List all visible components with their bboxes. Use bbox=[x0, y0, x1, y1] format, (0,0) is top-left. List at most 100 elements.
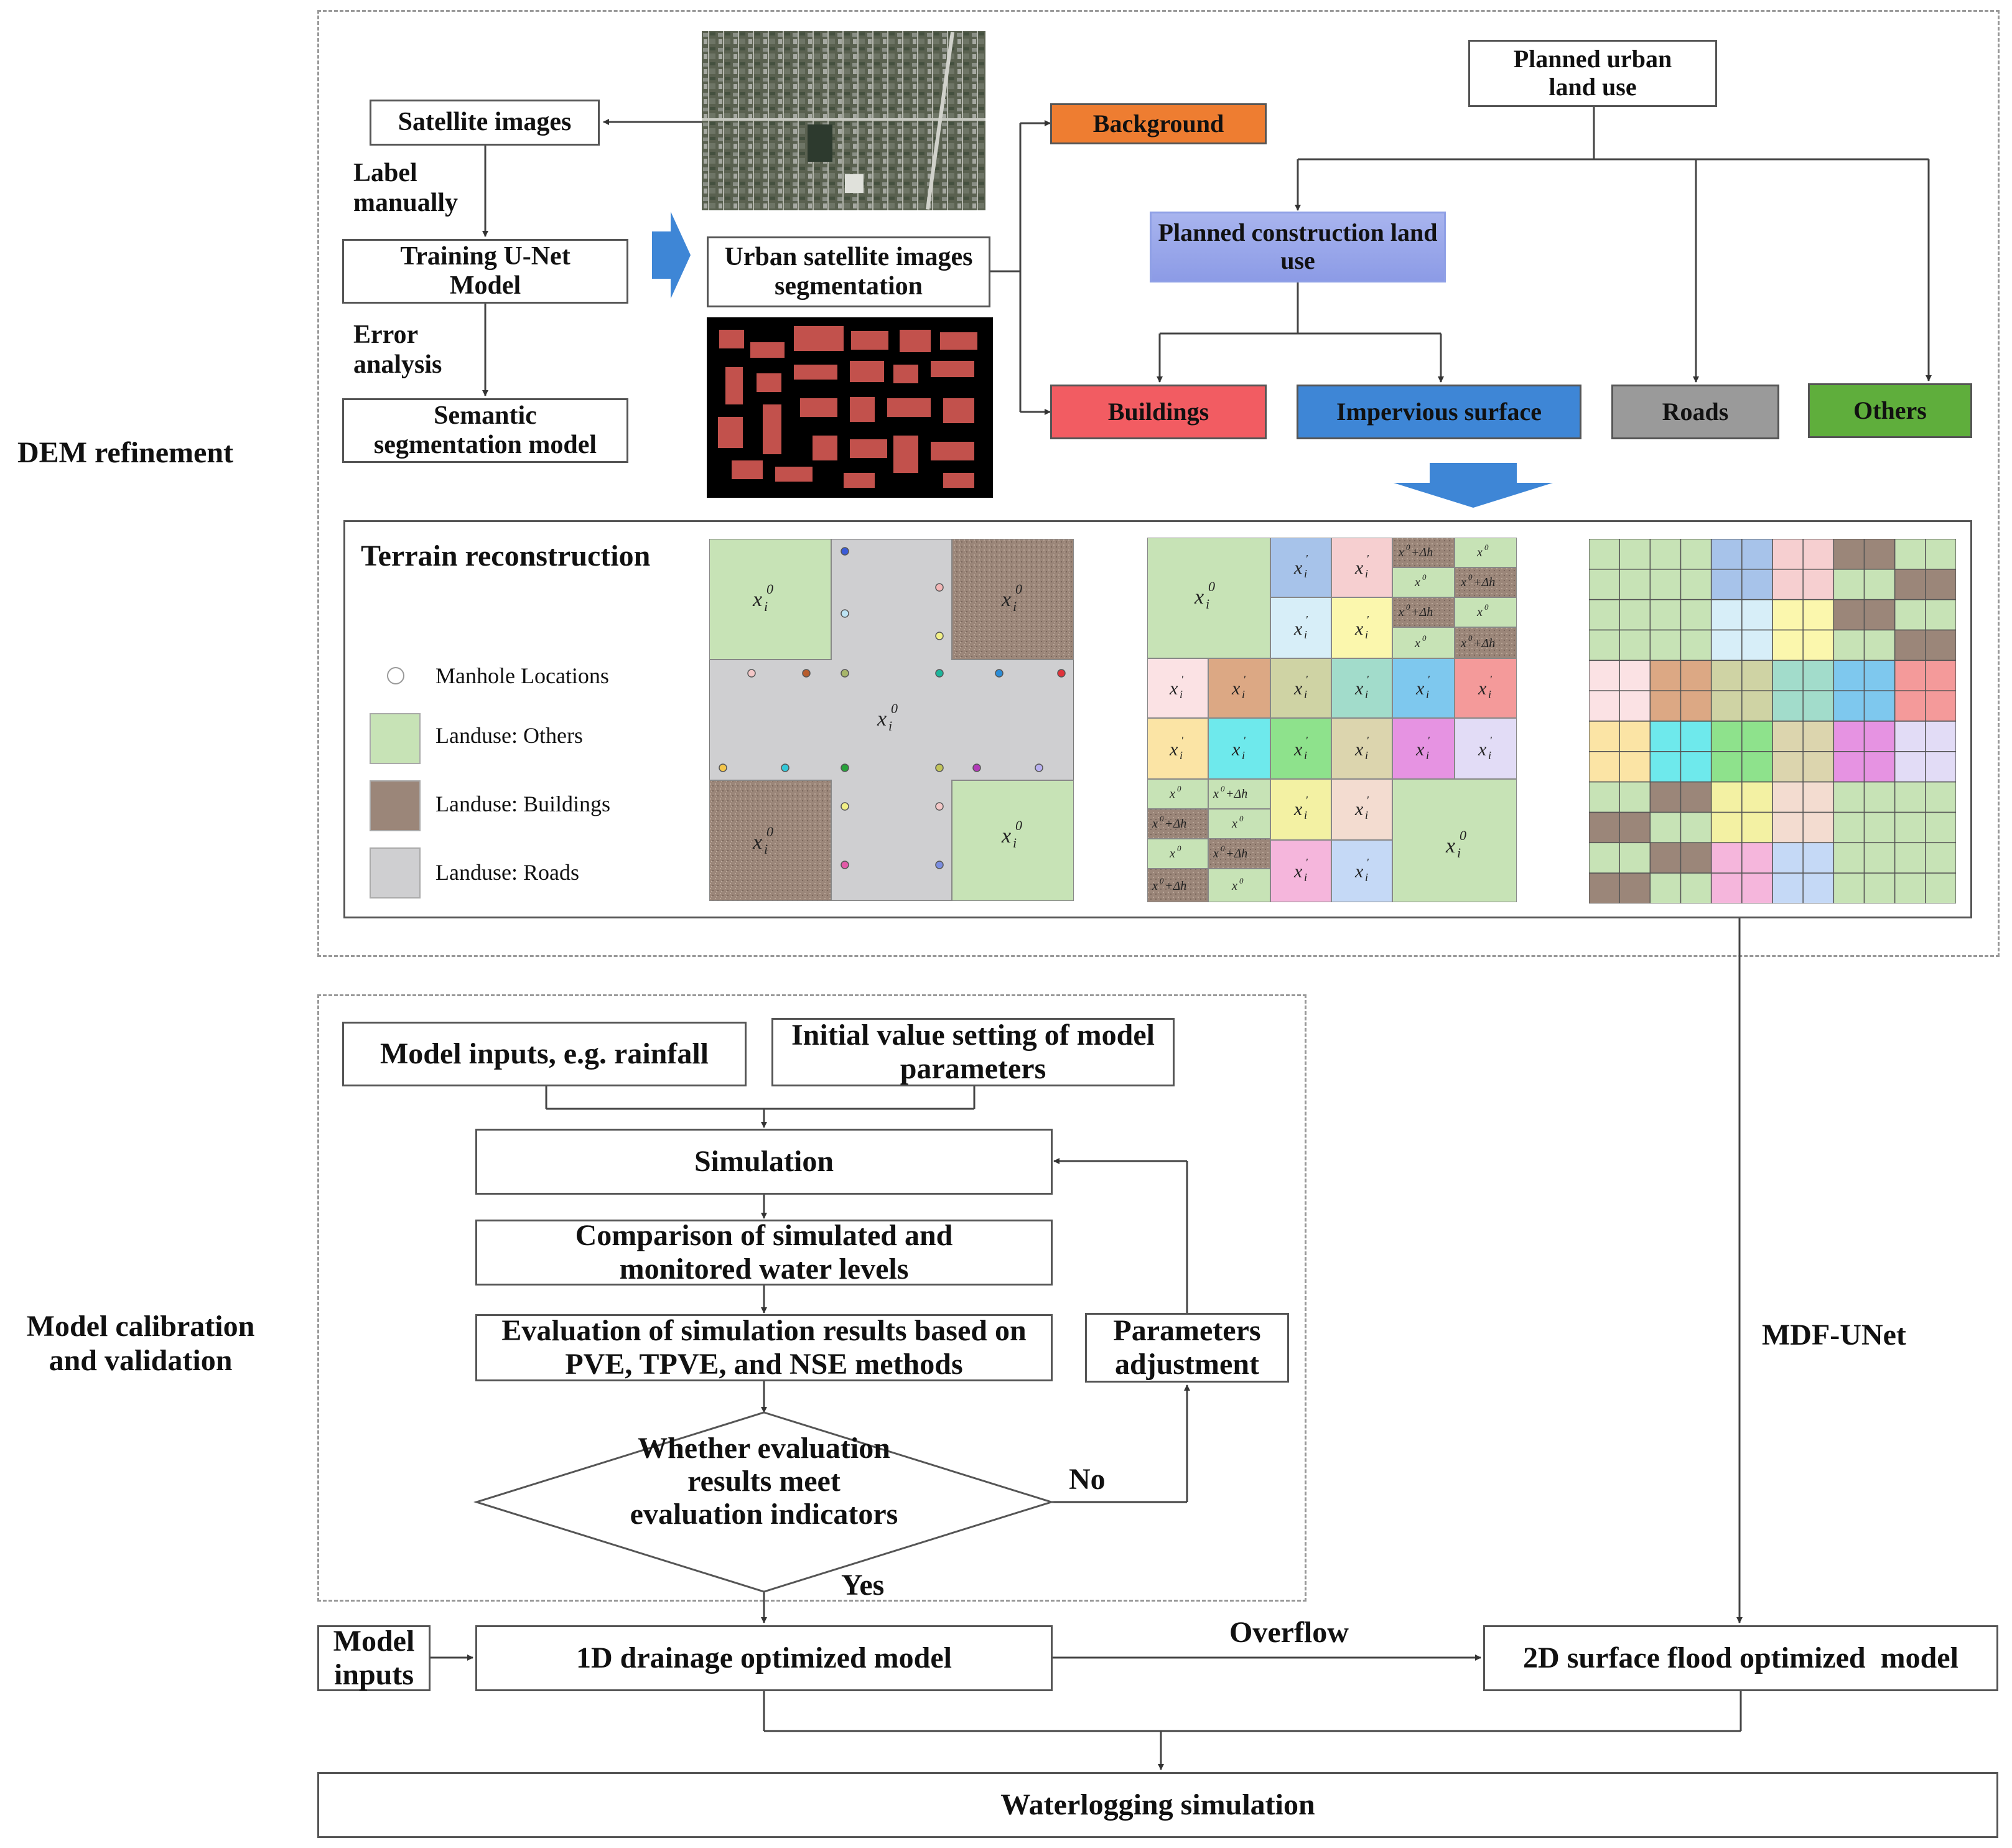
svg-text:+Δh: +Δh bbox=[1411, 605, 1433, 619]
fine-grid-cell bbox=[1710, 751, 1743, 783]
fine-grid-cell bbox=[1589, 690, 1620, 722]
svg-text:': ' bbox=[1305, 673, 1308, 686]
fine-grid-cell bbox=[1772, 660, 1804, 691]
fine-grid-cell bbox=[1741, 660, 1773, 691]
roads-box: Roads bbox=[1611, 385, 1779, 439]
svg-text:x: x bbox=[1213, 847, 1219, 861]
svg-text:': ' bbox=[1243, 673, 1246, 686]
svg-text:0: 0 bbox=[1221, 784, 1225, 793]
svg-text:0: 0 bbox=[1406, 543, 1410, 552]
fine-grid-cell bbox=[1772, 811, 1804, 844]
legend-roads-swatch bbox=[370, 847, 421, 898]
fine-grid-cell bbox=[1833, 629, 1865, 661]
svg-text:0: 0 bbox=[1239, 876, 1244, 885]
fine-grid-cell bbox=[1710, 842, 1743, 874]
fine-grid-cell bbox=[1802, 629, 1835, 661]
svg-text:x: x bbox=[1293, 618, 1303, 639]
fine-grid-cell bbox=[1589, 569, 1620, 600]
svg-text:0: 0 bbox=[1422, 572, 1427, 582]
svg-text:x: x bbox=[1354, 558, 1364, 578]
blue-down-arrow bbox=[1394, 463, 1553, 508]
svg-text:x: x bbox=[1354, 739, 1364, 760]
svg-text:x: x bbox=[877, 707, 887, 730]
svg-text:x: x bbox=[1293, 861, 1303, 882]
fine-grid-cell bbox=[1863, 569, 1896, 600]
fine-grid-cell bbox=[1833, 690, 1865, 722]
fine-grid-cell bbox=[1772, 781, 1804, 813]
fine-grid-cell bbox=[1925, 811, 1956, 844]
svg-text:i: i bbox=[1365, 871, 1368, 884]
yes-label: Yes bbox=[841, 1569, 885, 1602]
mdf-unet-label: MDF-UNet bbox=[1762, 1318, 1906, 1351]
comparison-box: Comparison of simulated and monitored wa… bbox=[475, 1219, 1053, 1286]
fine-grid-cell bbox=[1710, 539, 1743, 570]
svg-text:x: x bbox=[1476, 546, 1483, 559]
svg-text:x: x bbox=[1415, 678, 1425, 699]
fine-grid-cell bbox=[1680, 811, 1712, 844]
fine-grid-cell bbox=[1863, 721, 1896, 752]
svg-text:': ' bbox=[1305, 553, 1308, 565]
fine-grid-cell bbox=[1833, 569, 1865, 600]
svg-text:i: i bbox=[1365, 809, 1368, 821]
fine-grid-cell bbox=[1894, 569, 1926, 600]
svg-text:x: x bbox=[1414, 637, 1420, 650]
fine-grid-cell bbox=[1649, 872, 1682, 903]
model-inputs-rainfall-box: Model inputs, e.g. rainfall bbox=[342, 1022, 747, 1086]
svg-text:x: x bbox=[1478, 739, 1487, 760]
svg-text:i: i bbox=[1304, 871, 1307, 884]
svg-text:i: i bbox=[1206, 596, 1209, 612]
fine-grid-cell bbox=[1894, 781, 1926, 813]
svg-text:i: i bbox=[1242, 688, 1245, 701]
svg-text:x: x bbox=[1293, 799, 1303, 819]
simulation-box: Simulation bbox=[475, 1129, 1053, 1195]
fine-grid-cell bbox=[1833, 599, 1865, 631]
fine-grid-cell bbox=[1619, 811, 1651, 844]
svg-text:i: i bbox=[1365, 567, 1368, 580]
fine-grid-cell bbox=[1619, 781, 1651, 813]
fine-grid-cell bbox=[1741, 721, 1773, 752]
svg-text:': ' bbox=[1181, 734, 1184, 747]
fine-grid-cell bbox=[1741, 811, 1773, 844]
svg-text:0: 0 bbox=[1422, 633, 1427, 643]
fine-grid-cell bbox=[1894, 842, 1926, 874]
svg-text:i: i bbox=[1304, 628, 1307, 641]
fine-grid-cell bbox=[1649, 629, 1682, 661]
svg-text:0: 0 bbox=[1406, 602, 1410, 612]
fine-grid-cell bbox=[1710, 872, 1743, 903]
svg-text:0: 0 bbox=[1177, 844, 1181, 853]
fine-grid-cell bbox=[1772, 690, 1804, 722]
fine-grid-cell bbox=[1772, 872, 1804, 903]
calibration-section-label: Model calibration and validation bbox=[26, 1310, 255, 1378]
svg-text:x: x bbox=[1293, 739, 1303, 760]
fine-grid-cell bbox=[1710, 781, 1743, 813]
fine-grid-cell bbox=[1894, 539, 1926, 570]
svg-text:x: x bbox=[752, 831, 762, 854]
training-unet-box: Training U-Net Model bbox=[342, 239, 628, 304]
svg-text:': ' bbox=[1305, 614, 1308, 626]
legend-others-swatch bbox=[370, 713, 421, 764]
svg-text:0: 0 bbox=[1160, 814, 1164, 823]
fine-grid-cell bbox=[1925, 842, 1956, 874]
fine-grid-cell bbox=[1680, 842, 1712, 874]
no-label: No bbox=[1069, 1463, 1106, 1496]
fine-grid-cell bbox=[1925, 569, 1956, 600]
svg-text:x: x bbox=[1445, 834, 1455, 857]
legend-manhole-icon bbox=[387, 667, 404, 684]
svg-text:0: 0 bbox=[1177, 784, 1181, 793]
svg-text:0: 0 bbox=[1015, 818, 1022, 833]
terrain-title: Terrain reconstruction bbox=[361, 539, 651, 572]
svg-text:0: 0 bbox=[1484, 602, 1489, 612]
svg-text:i: i bbox=[1180, 688, 1183, 701]
fine-grid-cell bbox=[1680, 690, 1712, 722]
fine-grid-cell bbox=[1741, 569, 1773, 600]
svg-text:i: i bbox=[1365, 628, 1368, 641]
fine-grid-cell bbox=[1619, 721, 1651, 752]
fine-grid-cell bbox=[1802, 781, 1835, 813]
fine-grid-cell bbox=[1894, 599, 1926, 631]
fine-grid-cell bbox=[1589, 660, 1620, 691]
fine-grid-cell bbox=[1649, 751, 1682, 783]
svg-text:x: x bbox=[1231, 879, 1237, 893]
svg-text:': ' bbox=[1243, 734, 1246, 747]
